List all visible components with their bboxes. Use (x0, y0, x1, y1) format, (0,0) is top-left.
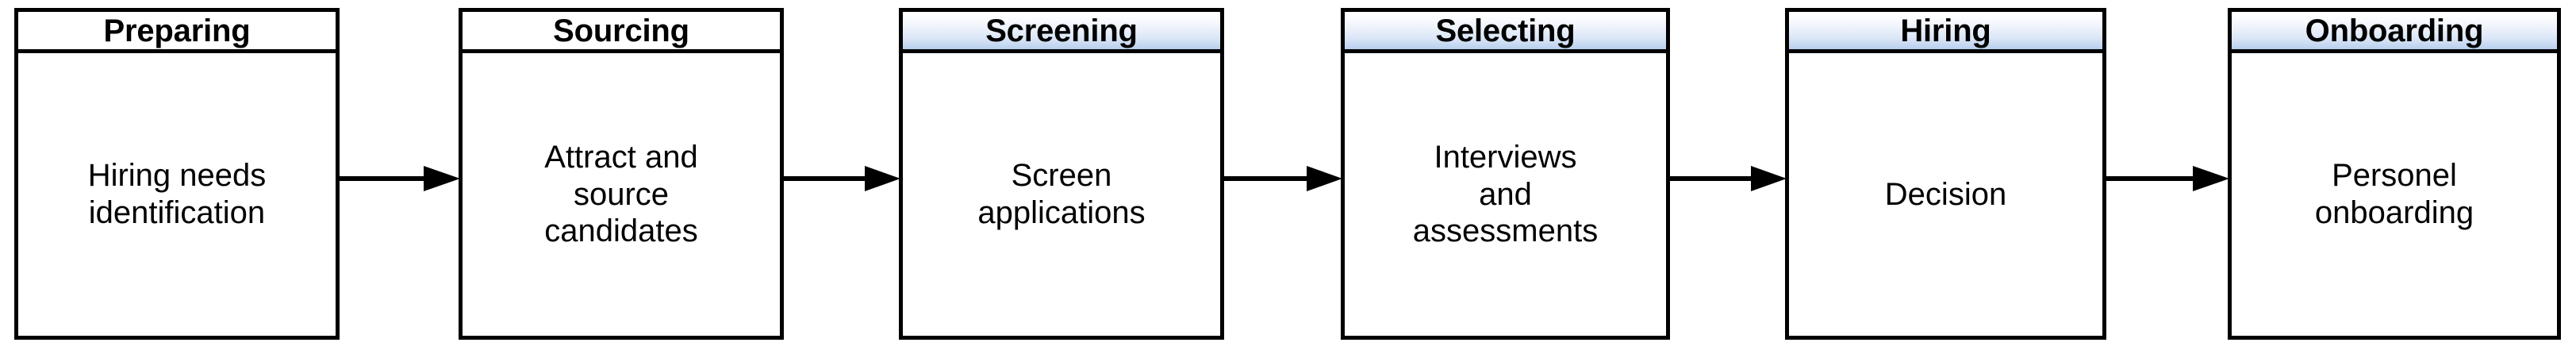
node-title: Onboarding (2305, 13, 2484, 48)
node-description: Hiring needs identification (87, 158, 267, 230)
node-description: Decision (1884, 176, 2007, 212)
node-title: Screening (985, 13, 1138, 48)
node-body-screening: Screen applications (903, 53, 1220, 336)
arrow-right-icon (2106, 166, 2229, 191)
connector-sourcing-to-screening (784, 163, 900, 194)
process-node-hiring[interactable]: Hiring Decision (1785, 8, 2106, 340)
node-title: Hiring (1900, 13, 1991, 48)
node-description: Attract and source candidates (544, 139, 698, 249)
node-header-screening: Screening (903, 12, 1220, 53)
process-node-selecting[interactable]: Selecting Interviews and assessments (1341, 8, 1670, 340)
process-node-screening[interactable]: Screening Screen applications (899, 8, 1224, 340)
node-header-onboarding: Onboarding (2232, 12, 2557, 53)
arrow-right-icon (340, 166, 460, 191)
connector-hiring-to-onboarding (2106, 163, 2229, 194)
node-header-sourcing: Sourcing (463, 12, 780, 53)
connector-selecting-to-hiring (1670, 163, 1787, 194)
node-title: Preparing (103, 13, 251, 48)
connector-preparing-to-sourcing (340, 163, 460, 194)
node-header-hiring: Hiring (1789, 12, 2102, 53)
node-header-selecting: Selecting (1345, 12, 1666, 53)
node-description: Personel onboarding (2314, 158, 2474, 230)
node-body-sourcing: Attract and source candidates (463, 53, 780, 336)
node-body-hiring: Decision (1789, 53, 2102, 336)
node-description: Interviews and assessments (1412, 139, 1599, 249)
connector-screening-to-selecting (1224, 163, 1342, 194)
process-node-sourcing[interactable]: Sourcing Attract and source candidates (459, 8, 784, 340)
process-node-onboarding[interactable]: Onboarding Personel onboarding (2228, 8, 2561, 340)
node-description: Screen applications (977, 158, 1146, 230)
node-header-preparing: Preparing (18, 12, 336, 53)
process-node-preparing[interactable]: Preparing Hiring needs identification (14, 8, 340, 340)
arrow-right-icon (1224, 166, 1342, 191)
node-body-onboarding: Personel onboarding (2232, 53, 2557, 336)
node-body-preparing: Hiring needs identification (18, 53, 336, 336)
node-title: Sourcing (553, 13, 689, 48)
arrow-right-icon (784, 166, 900, 191)
arrow-right-icon (1670, 166, 1787, 191)
node-body-selecting: Interviews and assessments (1345, 53, 1666, 336)
node-title: Selecting (1435, 13, 1576, 48)
